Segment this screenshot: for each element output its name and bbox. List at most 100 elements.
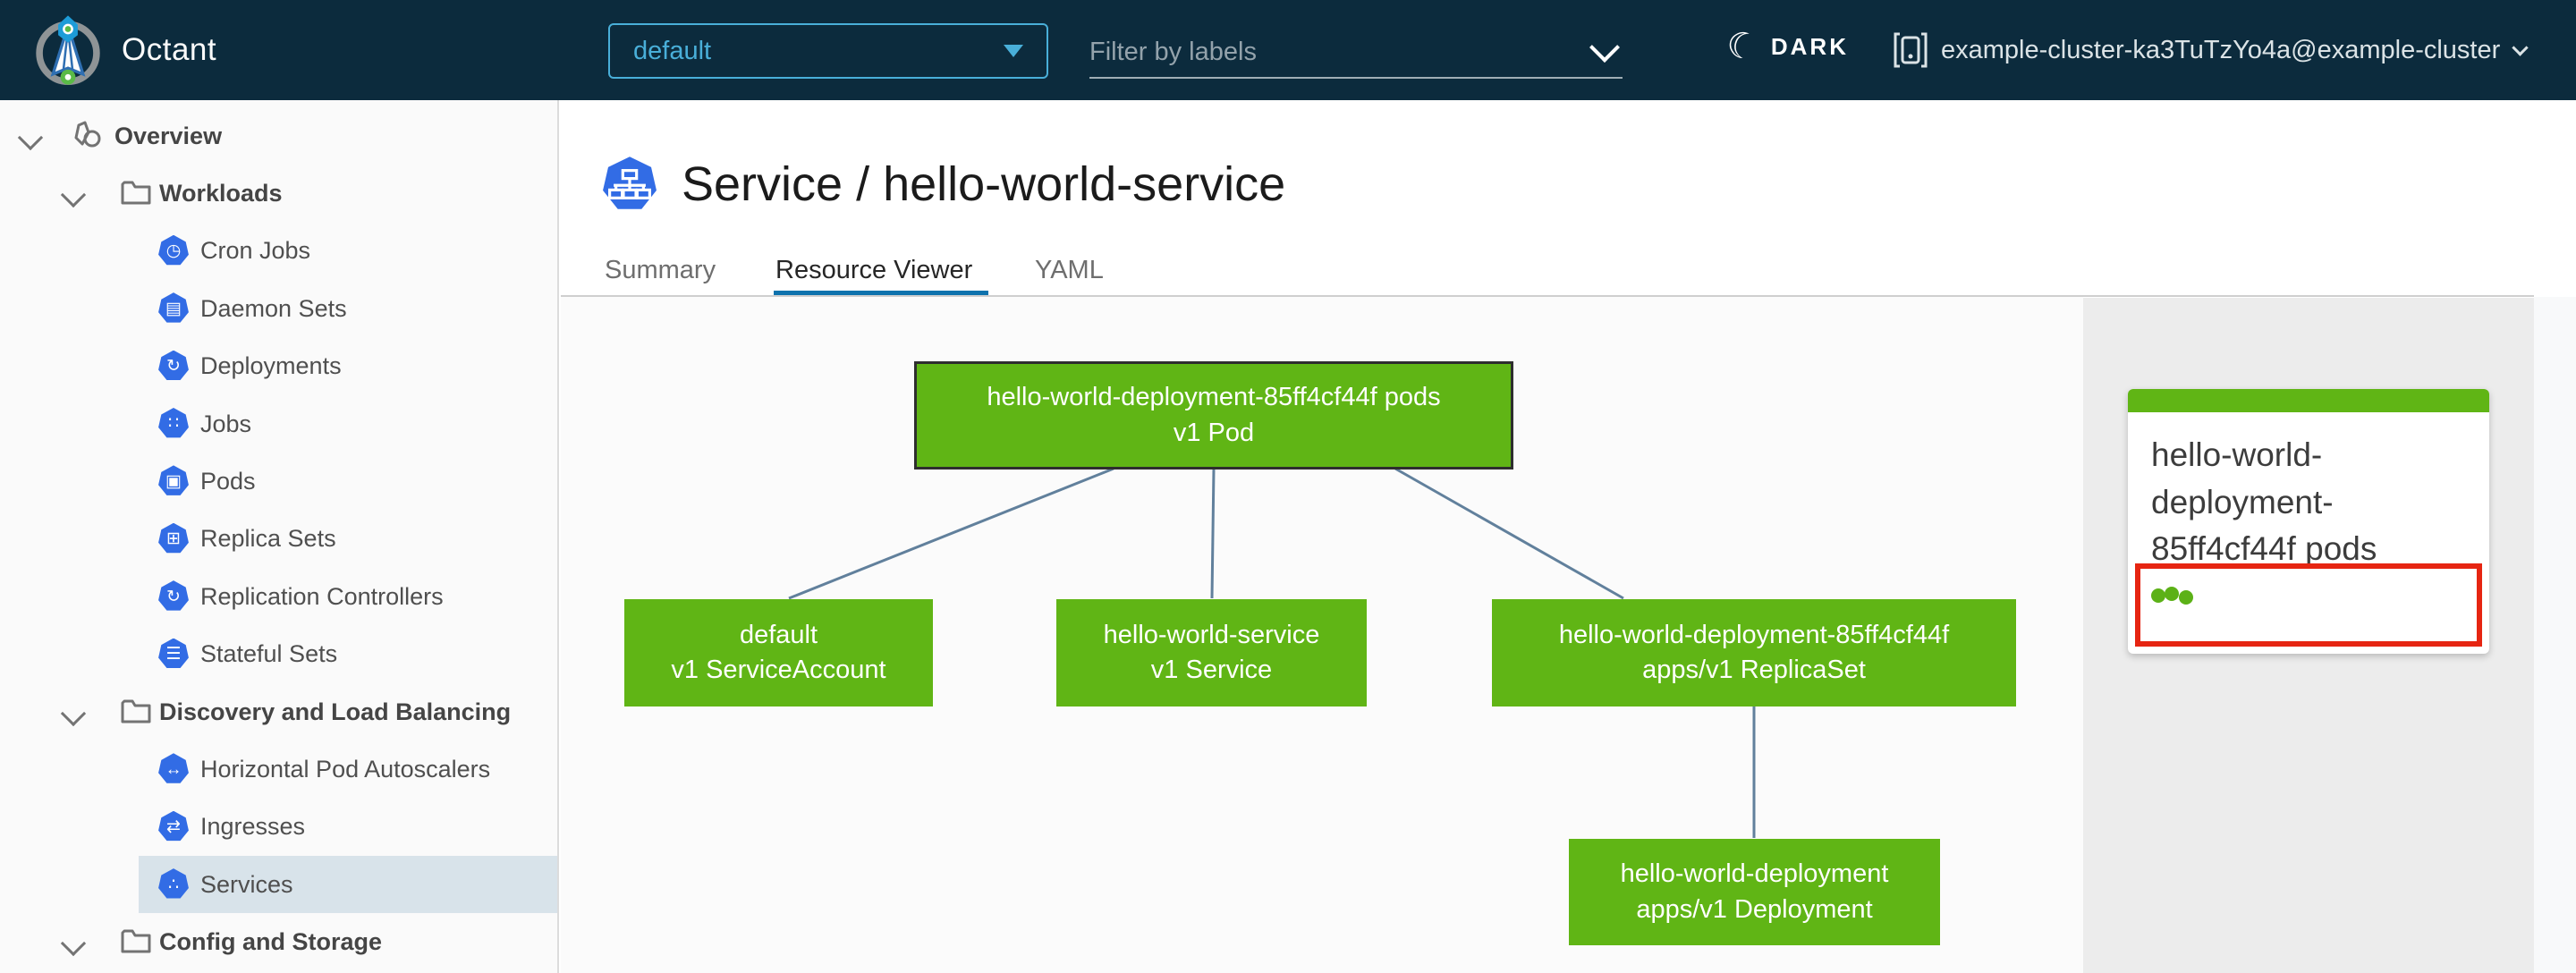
cronjobs-icon: ◷ — [158, 234, 189, 266]
sidebar-item-label: Replica Sets — [200, 525, 336, 553]
node-name: hello-world-deployment — [1620, 859, 1889, 889]
graph-node-service[interactable]: hello-world-service v1 Service — [1056, 599, 1367, 706]
sidebar-item-replica-sets[interactable]: ⊞ Replica Sets — [0, 511, 557, 568]
card-status-bar — [2128, 389, 2489, 412]
overview-icon — [74, 121, 101, 148]
sidebar-item-label: Deployments — [200, 352, 342, 380]
chevron-down-icon[interactable] — [1589, 32, 1620, 63]
node-name: hello-world-deployment-85ff4cf44f pods — [987, 383, 1441, 412]
pod-status-highlight-box[interactable] — [2135, 563, 2482, 647]
sidebar-item-label: Cron Jobs — [200, 237, 311, 265]
sidebar-item-discovery-and-load-balancing[interactable]: Discovery and Load Balancing — [0, 683, 557, 740]
graph-edges — [788, 467, 1756, 838]
sidebar-item-services[interactable]: ∴ Services — [0, 856, 557, 914]
sidebar-item-overview[interactable]: Overview — [0, 107, 557, 165]
cluster-icon — [1894, 32, 1928, 68]
pods-icon: ▣ — [158, 465, 189, 495]
namespace-value: default — [633, 36, 712, 65]
services-icon: ∴ — [158, 868, 189, 899]
pod-status-dot[interactable] — [2179, 590, 2193, 605]
sidebar-item-label: Horizontal Pod Autoscalers — [200, 755, 491, 783]
cluster-selector[interactable]: example-cluster-ka3TuTzYo4a@example-clus… — [1893, 30, 2529, 70]
service-icon — [603, 157, 657, 209]
jobs-icon: ∷ — [158, 407, 189, 438]
sidebar-item-pods[interactable]: ▣ Pods — [0, 453, 557, 510]
chevron-down-icon[interactable] — [60, 931, 87, 957]
theme-toggle-label: DARK — [1770, 32, 1849, 60]
scroll-gutter — [2534, 297, 2576, 973]
sidebar-item-label: Workloads — [159, 180, 283, 207]
chevron-down-icon[interactable] — [60, 700, 87, 727]
app-title: Octant — [122, 32, 217, 67]
replicasets-icon: ⊞ — [158, 522, 189, 554]
sidebar-item-replication-controllers[interactable]: ↻ Replication Controllers — [0, 568, 557, 625]
tab-resource-viewer[interactable]: Resource Viewer — [775, 256, 973, 284]
sidebar-item-label: Daemon Sets — [200, 294, 347, 322]
sidebar-item-ingresses[interactable]: ⇄ Ingresses — [0, 799, 557, 856]
pod-status-dot[interactable] — [2165, 587, 2179, 601]
sidebar-item-label: Config and Storage — [159, 928, 382, 956]
node-kind: apps/v1 ReplicaSet — [1642, 656, 1866, 684]
tab-bottom-border — [561, 295, 2534, 297]
pod-status-dot[interactable] — [2151, 588, 2165, 603]
sidebar-item-label: Pods — [200, 468, 256, 495]
node-name: hello-world-deployment-85ff4cf44f — [1558, 620, 1950, 649]
card-title: hello-world-deployment-85ff4cf44f pods — [2151, 436, 2377, 568]
ingresses-icon: ⇄ — [158, 810, 189, 842]
hpa-icon: ↔ — [158, 753, 189, 783]
node-kind: v1 Service — [1150, 656, 1273, 684]
sidebar-item-deployments[interactable]: ↻ Deployments — [0, 338, 557, 395]
statefulsets-icon: ☰ — [158, 638, 189, 668]
sidebar-item-label: Discovery and Load Balancing — [159, 698, 512, 725]
chevron-down-icon — [2512, 38, 2529, 56]
label-filter[interactable] — [1089, 27, 1623, 79]
folder-icon — [121, 699, 151, 723]
sidebar-item-horizontal-pod-autoscalers[interactable]: ↔ Horizontal Pod Autoscalers — [0, 740, 557, 798]
main-content: Service / hello-world-service Summary Re… — [561, 100, 2576, 973]
selected-node-card[interactable]: hello-world-deployment-85ff4cf44f pods — [2128, 389, 2489, 654]
sidebar-item-daemon-sets[interactable]: ▤ Daemon Sets — [0, 280, 557, 337]
node-kind: v1 ServiceAccount — [671, 656, 886, 684]
label-filter-input[interactable] — [1089, 37, 1594, 67]
moon-icon: ☾ — [1721, 23, 1763, 70]
chevron-down-icon[interactable] — [60, 182, 87, 208]
sidebar-item-cron-jobs[interactable]: ◷ Cron Jobs — [0, 223, 557, 280]
sidebar-item-label: Replication Controllers — [200, 582, 444, 610]
node-name: hello-world-service — [1103, 620, 1320, 649]
node-detail-panel: hello-world-deployment-85ff4cf44f pods — [2083, 298, 2534, 973]
graph-node-serviceaccount[interactable]: default v1 ServiceAccount — [624, 599, 933, 706]
sidebar-item-label: Overview — [114, 122, 223, 149]
graph-node-replicaset[interactable]: hello-world-deployment-85ff4cf44f apps/v… — [1492, 599, 2016, 706]
active-tab-underline — [774, 291, 988, 297]
sidebar-item-stateful-sets[interactable]: ☰ Stateful Sets — [0, 626, 557, 683]
deployments-icon: ↻ — [158, 350, 189, 381]
page-title-text: Service / hello-world-service — [682, 157, 1286, 211]
folder-icon — [121, 929, 151, 953]
node-kind: apps/v1 Deployment — [1636, 894, 1873, 924]
sidebar-nav: Overview Workloads ◷ Cron Jobs ▤ Daemon … — [0, 100, 559, 973]
theme-toggle[interactable]: ☾ DARK — [1722, 23, 1849, 70]
tab-summary[interactable]: Summary — [605, 256, 716, 284]
folder-icon — [121, 181, 151, 205]
chevron-down-icon[interactable] — [17, 124, 44, 151]
sidebar-item-workloads[interactable]: Workloads — [0, 165, 557, 222]
tab-yaml[interactable]: YAML — [1035, 256, 1104, 284]
sidebar-item-label: Services — [200, 870, 293, 898]
sidebar-item-label: Jobs — [200, 410, 252, 437]
namespace-select[interactable]: default — [608, 23, 1048, 79]
sidebar-item-label: Ingresses — [200, 813, 306, 841]
daemonsets-icon: ▤ — [158, 292, 189, 323]
sidebar-item-jobs[interactable]: ∷ Jobs — [0, 395, 557, 453]
page-title: Service / hello-world-service — [601, 156, 1285, 213]
graph-node-pod[interactable]: hello-world-deployment-85ff4cf44f pods v… — [914, 361, 1513, 470]
caret-down-icon — [1004, 45, 1023, 57]
node-name: default — [739, 620, 818, 649]
octant-logo-icon — [36, 15, 100, 86]
sidebar-item-config-and-storage[interactable]: Config and Storage — [0, 913, 557, 970]
graph-node-deployment[interactable]: hello-world-deployment apps/v1 Deploymen… — [1569, 839, 1940, 945]
app-header: Octant default ☾ DARK example-cluster-ka… — [0, 0, 2576, 100]
cluster-context-label: example-cluster-ka3TuTzYo4a@example-clus… — [1941, 35, 2501, 64]
replicationcontrollers-icon: ↻ — [158, 580, 189, 611]
sidebar-item-label: Stateful Sets — [200, 640, 338, 668]
node-kind: v1 Pod — [1173, 418, 1255, 447]
